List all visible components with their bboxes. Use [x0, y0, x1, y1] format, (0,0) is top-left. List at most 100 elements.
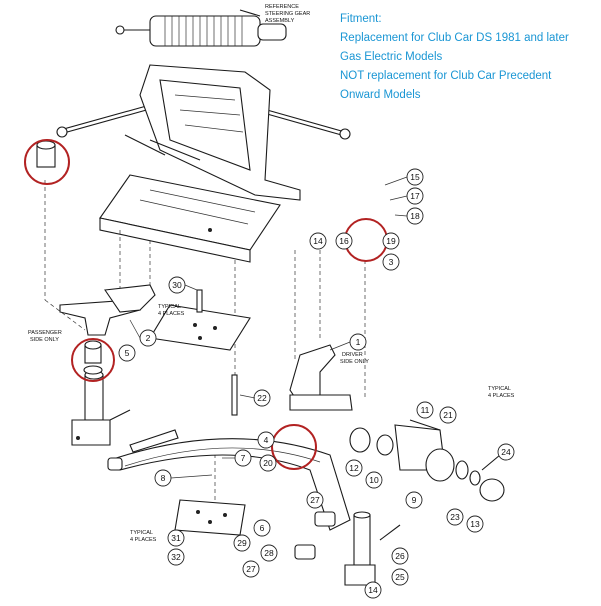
callout-23: 23: [446, 508, 464, 526]
fitment-title: Fitment:: [340, 13, 382, 25]
callout-25: 25: [391, 568, 409, 586]
highlight-driver-bushing: [271, 424, 317, 470]
svg-text:14: 14: [313, 236, 323, 246]
callout-8: 8: [154, 469, 172, 487]
svg-text:4: 4: [264, 435, 269, 445]
svg-text:19: 19: [386, 236, 396, 246]
driver-side-line1: DRIVER: [342, 352, 363, 358]
callout-27a: 27: [306, 491, 324, 509]
steering-gear-assembly: REFERENCE STEERING GEAR ASSEMBLY: [115, 4, 310, 47]
callout-17: 17: [406, 187, 424, 205]
svg-text:28: 28: [264, 548, 274, 558]
steering-ref-line3: ASSEMBLY: [265, 18, 295, 24]
highlight-passenger-bushing: [71, 338, 115, 382]
svg-text:13: 13: [470, 519, 480, 529]
passenger-spindle: [59, 284, 156, 446]
svg-text:23: 23: [450, 512, 460, 522]
svg-text:8: 8: [161, 473, 166, 483]
callout-18: 18: [406, 207, 424, 225]
callout-29: 29: [233, 534, 251, 552]
svg-text:22: 22: [257, 393, 267, 403]
svg-text:16: 16: [339, 236, 349, 246]
highlight-upper-left-bushing: [24, 139, 70, 185]
svg-text:2: 2: [146, 333, 151, 343]
fitment-line-3: NOT replacement for Club Car Precedent: [340, 70, 552, 82]
passenger-bushings: [36, 140, 103, 375]
callout-13: 13: [466, 515, 484, 533]
typical-4-places-a-line2: 4 PLACES: [158, 311, 185, 317]
callout-28: 28: [260, 544, 278, 562]
callout-2: 2: [139, 329, 157, 347]
svg-text:3: 3: [389, 257, 394, 267]
callout-9: 9: [405, 491, 423, 509]
svg-text:14: 14: [368, 585, 378, 595]
callout-24: 24: [497, 443, 515, 461]
callout-27b: 27: [242, 560, 260, 578]
passenger-side-line2: SIDE ONLY: [30, 337, 59, 343]
callout-7: 7: [234, 449, 252, 467]
svg-text:12: 12: [349, 463, 359, 473]
passenger-side-line1: PASSENGER: [28, 330, 62, 336]
steering-ref-line1: REFERENCE: [265, 4, 299, 10]
fitment-line-4: Onward Models: [340, 89, 421, 101]
callout-14b: 14: [364, 581, 382, 599]
typical-4-places-c-line2: 4 PLACES: [130, 537, 157, 543]
svg-text:9: 9: [412, 495, 417, 505]
callout-30: 30: [168, 276, 186, 294]
steering-ref-line2: STEERING GEAR: [265, 11, 310, 17]
fitment-line-1: Replacement for Club Car DS 1981 and lat…: [340, 32, 569, 44]
svg-text:20: 20: [263, 458, 273, 468]
lower-kingpin: [294, 511, 401, 586]
driver-side-line2: SIDE ONLY: [340, 359, 369, 365]
svg-text:30: 30: [172, 280, 182, 290]
callout-leader-lines: [129, 176, 408, 479]
svg-text:10: 10: [369, 475, 379, 485]
fitment-line-2: Gas Electric Models: [340, 51, 443, 63]
steering-bracket-plate: TYPICAL 4 PLACES: [149, 289, 251, 416]
svg-text:1: 1: [356, 337, 361, 347]
callout-12: 12: [345, 459, 363, 477]
upper-a-frame: [124, 64, 301, 201]
callout-32: 32: [167, 548, 185, 566]
svg-text:31: 31: [171, 533, 181, 543]
svg-text:32: 32: [171, 552, 181, 562]
svg-text:11: 11: [421, 405, 430, 415]
callout-4: 4: [257, 431, 275, 449]
svg-text:5: 5: [125, 348, 130, 358]
callout-19: 19: [382, 232, 400, 250]
callout-31: 31: [167, 529, 185, 547]
callout-20: 20: [259, 454, 277, 472]
typical-4-places-b-line2: 4 PLACES: [488, 393, 515, 399]
svg-text:26: 26: [395, 551, 405, 561]
svg-text:21: 21: [443, 410, 453, 420]
typical-4-places-b-line1: TYPICAL: [488, 386, 511, 392]
leaf-spring: [107, 429, 351, 531]
lower-mount-plate: TYPICAL 4 PLACES: [130, 499, 246, 543]
callout-21: 21: [439, 406, 457, 424]
callout-16: 16: [335, 232, 353, 250]
typical-4-places-c-line1: TYPICAL: [130, 530, 153, 536]
svg-text:17: 17: [410, 191, 420, 201]
callout-6: 6: [253, 519, 271, 537]
svg-text:6: 6: [260, 523, 265, 533]
callout-3: 3: [382, 253, 400, 271]
crossmember: [99, 174, 281, 263]
callout-26: 26: [391, 547, 409, 565]
svg-text:18: 18: [410, 211, 420, 221]
wheel-hub-assembly: TYPICAL 4 PLACES: [349, 386, 515, 502]
svg-text:15: 15: [410, 172, 420, 182]
fitment-info: Fitment: Replacement for Club Car DS 198…: [340, 10, 595, 105]
callout-1: 1: [349, 333, 367, 351]
svg-text:7: 7: [241, 453, 246, 463]
callout-5: 5: [118, 344, 136, 362]
svg-text:27: 27: [310, 495, 320, 505]
callout-10a: 10: [365, 471, 383, 489]
typical-4-places-a-line1: TYPICAL: [158, 304, 181, 310]
driver-spindle: DRIVER SIDE ONLY PASSENGER SIDE ONLY: [28, 330, 369, 411]
svg-text:27: 27: [246, 564, 256, 574]
callout-15: 15: [406, 168, 424, 186]
callout-22: 22: [253, 389, 271, 407]
svg-text:25: 25: [395, 572, 405, 582]
